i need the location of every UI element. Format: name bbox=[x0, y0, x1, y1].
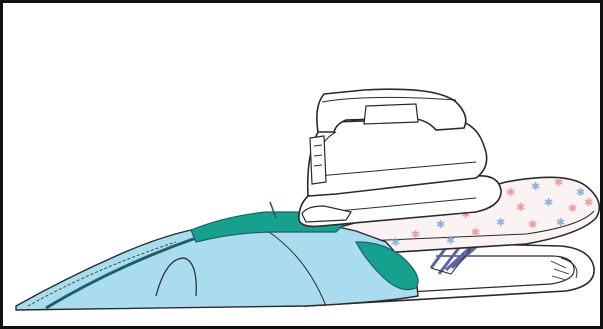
svg-text:✱: ✱ bbox=[506, 186, 515, 199]
svg-text:✱: ✱ bbox=[411, 228, 420, 241]
svg-text:✱: ✱ bbox=[544, 196, 553, 209]
svg-text:✱: ✱ bbox=[516, 201, 525, 214]
svg-text:✱: ✱ bbox=[446, 234, 455, 247]
svg-text:✱: ✱ bbox=[584, 196, 593, 209]
svg-text:✱: ✱ bbox=[568, 202, 577, 215]
iron bbox=[299, 89, 501, 226]
svg-text:✱: ✱ bbox=[531, 180, 540, 193]
svg-text:✱: ✱ bbox=[528, 218, 537, 231]
svg-text:✱: ✱ bbox=[471, 226, 480, 239]
svg-text:✱: ✱ bbox=[554, 176, 563, 189]
ironing-illustration: ✱ ✱ ✱ ✱ ✱ ✱ ✱ ✱ ✱ ✱ ✱ ✱ ✱ ✱ ✱ ✱ ✱ ✱ bbox=[6, 6, 603, 329]
svg-text:✱: ✱ bbox=[496, 216, 505, 229]
svg-text:✱: ✱ bbox=[556, 216, 565, 229]
svg-text:✱: ✱ bbox=[436, 218, 445, 231]
svg-text:✱: ✱ bbox=[391, 236, 400, 249]
